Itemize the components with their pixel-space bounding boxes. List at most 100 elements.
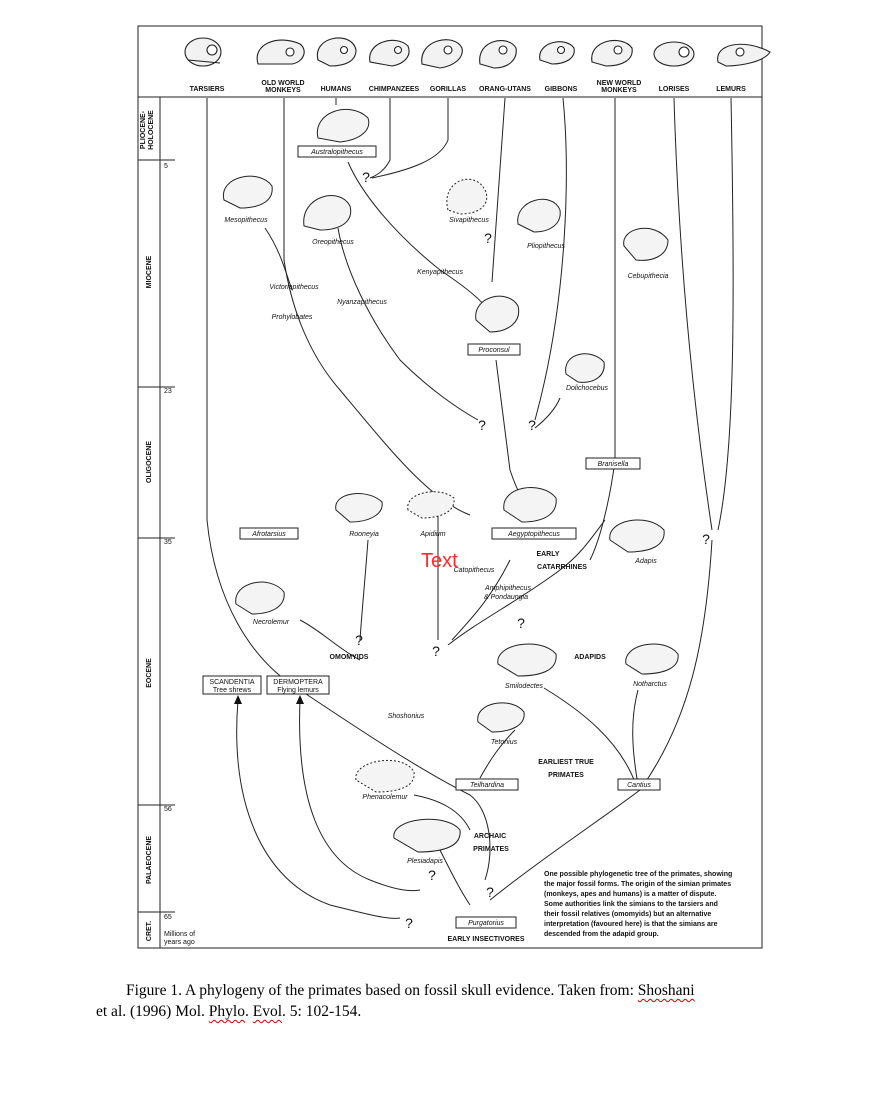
description-line: interpretation (favoured here) is that t…: [544, 921, 718, 928]
question-mark: ?: [486, 884, 494, 900]
epoch-holocene-label: HOLOCENE: [148, 110, 155, 150]
fossil-nyanzapithecus: Nyanzapithecus: [337, 299, 387, 306]
phylogeny-figure: PLIOCENE- HOLOCENE MIOCENE OLIGOCENE EOC…: [137, 25, 771, 949]
arrow-up-icon: [234, 695, 242, 704]
skull-icon-old-world-monkey: [256, 39, 305, 65]
skull-icon-necrolemur: [235, 581, 285, 615]
age-35: 35: [164, 539, 172, 546]
fossil-afrotarsius: Afrotarsius: [251, 531, 286, 538]
question-mark: ?: [355, 632, 363, 648]
fossil-purgatorius: Purgatorius: [468, 920, 504, 927]
fossil-oreopithecus: Oreopithecus: [312, 239, 354, 246]
epoch-pliocene-label: PLIOCENE-: [140, 110, 147, 149]
epoch-oligocene-label: OLIGOCENE: [146, 441, 153, 483]
outgroups: SCANDENTIA Tree shrews DERMOPTERA Flying…: [202, 675, 330, 695]
fossil-mesopithecus: Mesopithecus: [224, 217, 268, 224]
fossil-necrolemur: Necrolemur: [253, 619, 290, 626]
taxon-new-world-line2: MONKEYS: [601, 87, 637, 94]
description-line: Some authorities link the simians to the…: [544, 901, 718, 908]
description-line: (monkeys, apes and humans) is a matter o…: [544, 891, 716, 898]
skull-icon-mesopithecus: [223, 175, 273, 209]
group-earliest-true: EARLIEST TRUE: [538, 759, 594, 766]
fossil-plesiadapis: Plesiadapis: [407, 858, 443, 865]
skull-icon-proconsul: [475, 295, 520, 333]
question-mark: ?: [432, 643, 440, 659]
fossil-smilodectes: Smilodectes: [505, 683, 544, 690]
fossil-apidium: Apidium: [419, 531, 445, 538]
taxa-header: TARSIERS OLD WORLD MONKEYS HUMANS CHIMPA…: [190, 80, 747, 94]
fossil-amphipithecus: Amphipithecus: [484, 585, 531, 592]
age-23: 23: [164, 388, 172, 395]
overlay-text-label: Text: [421, 550, 458, 572]
skull-icon-chimpanzee: [369, 39, 410, 67]
epoch-cretaceous-label: CRET.: [146, 921, 153, 941]
skull-icon-aegyptopithecus: [503, 487, 557, 523]
question-marks: ? ? ? ? ? ? ? ? ? ? ?: [355, 169, 710, 931]
skull-icon-oreopithecus: [303, 195, 352, 231]
skull-icon-lemur: [717, 43, 771, 67]
fossil-names: Mesopithecus Oreopithecus Sivapithecus P…: [224, 217, 668, 865]
epoch-labels: PLIOCENE- HOLOCENE MIOCENE OLIGOCENE EOC…: [140, 110, 155, 941]
fossil-victoriapithecus: Victoriapithecus: [269, 284, 319, 291]
age-65: 65: [164, 914, 172, 921]
taxon-gorillas: GORILLAS: [430, 86, 466, 93]
skull-icon-rooneyia: [335, 493, 383, 523]
fossil-dolichocebus: Dolichocebus: [566, 385, 609, 392]
outgroup-tree-shrews: Tree shrews: [213, 687, 252, 694]
age-5: 5: [164, 163, 168, 170]
taxon-old-world-line1: OLD WORLD: [261, 80, 304, 87]
boxed-fossils: Australopithecus Proconsul Branisella Af…: [239, 145, 661, 929]
skull-icon-tarsier: [184, 37, 222, 67]
epoch-palaeocene-label: PALAEOCENE: [146, 836, 153, 884]
group-primates-1: PRIMATES: [548, 772, 584, 779]
description-line: the major fossil forms. The origin of th…: [544, 881, 731, 888]
fossil-aegyptopithecus: Aegyptopithecus: [507, 531, 560, 538]
question-mark: ?: [405, 915, 413, 931]
fossil-skulls: [223, 108, 679, 853]
skull-icon-gorilla: [421, 39, 463, 69]
description-line: their fossil relatives (omomyids) but an…: [544, 911, 711, 918]
taxon-lemurs: LEMURS: [716, 86, 746, 93]
taxon-new-world-line1: NEW WORLD: [597, 80, 642, 87]
fossil-rooneyia: Rooneyia: [349, 531, 379, 538]
caption-text-3: . 5: 102-154.: [282, 1003, 362, 1020]
skull-icon-notharctus: [625, 643, 679, 675]
taxon-chimpanzees: CHIMPANZEES: [369, 86, 420, 93]
group-primates-2: PRIMATES: [473, 846, 509, 853]
age-unit-line1: Millions of: [164, 931, 195, 938]
question-mark: ?: [528, 417, 536, 433]
skull-icon-orangutan: [479, 40, 517, 69]
outgroup-arrows: [234, 695, 304, 704]
taxon-gibbons: GIBBONS: [545, 86, 578, 93]
fossil-shoshonius: Shoshonius: [388, 713, 425, 720]
fossil-cebupithecia: Cebupithecia: [628, 273, 669, 280]
top-skull-row: [184, 37, 771, 69]
caption-journal-1: Phylo: [208, 1003, 245, 1020]
taxon-lorises: LORISES: [659, 86, 690, 93]
question-mark: ?: [428, 867, 436, 883]
taxon-tarsiers: TARSIERS: [190, 86, 225, 93]
fossil-tetonius: Tetonius: [491, 739, 518, 746]
fossil-pliopithecus: Pliopithecus: [527, 243, 565, 250]
fossil-phenacolemur: Phenacolemur: [362, 794, 408, 801]
group-labels: EARLY CATARRHINES OMOMYIDS ADAPIDS EARLI…: [330, 551, 607, 943]
group-catarrhines: CATARRHINES: [537, 564, 587, 571]
age-unit-line2: years ago: [164, 939, 195, 946]
skull-icon-apidium: [407, 491, 455, 519]
caption-text-1: Figure 1. A phylogeny of the primates ba…: [126, 982, 638, 999]
outgroup-flying-lemurs: Flying lemurs: [277, 687, 319, 694]
fossil-branisella: Branisella: [598, 461, 629, 468]
caption-text-2: et al. (1996) Mol.: [96, 1003, 209, 1020]
fossil-adapis: Adapis: [634, 558, 657, 565]
age-labels: 5 23 35 56 65 Millions of years ago: [164, 163, 195, 946]
description-line: descended from the adapid group.: [544, 931, 659, 938]
skull-icon-tetonius: [477, 702, 525, 733]
caption-dot: .: [244, 1003, 253, 1020]
caption-journal-2: Evol: [252, 1003, 283, 1020]
taxon-orang-utans: ORANG-UTANS: [479, 86, 531, 93]
taxon-humans: HUMANS: [321, 86, 352, 93]
group-omomyids: OMOMYIDS: [330, 654, 369, 661]
skull-icon-new-world-monkey: [591, 39, 633, 67]
age-56: 56: [164, 806, 172, 813]
question-mark: ?: [362, 169, 370, 185]
